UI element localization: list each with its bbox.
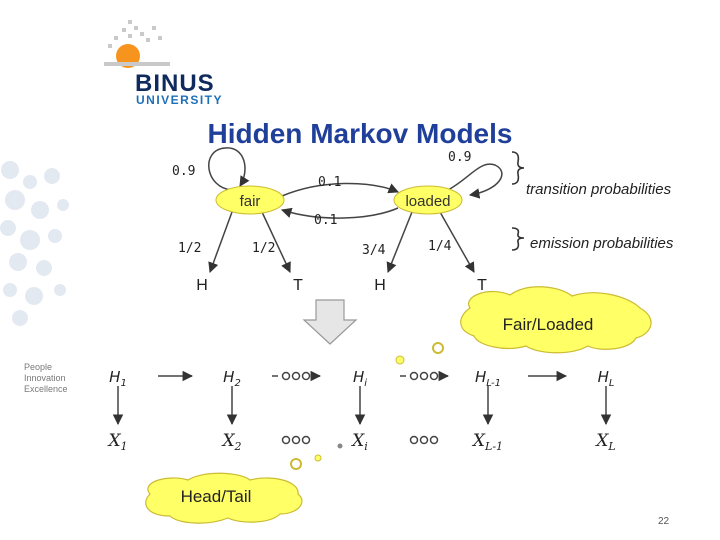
logo-subtitle: UNIVERSITY	[136, 93, 224, 107]
ellipsis-dot	[419, 435, 429, 445]
transition-brace	[511, 151, 525, 185]
slide-title: Hidden Markov Models	[207, 118, 513, 149]
loaded-to-h-arrow	[386, 211, 413, 273]
callout-bubble-4	[314, 454, 322, 462]
hidden-state-label: H2	[223, 368, 241, 389]
fair-to-h-arrow	[208, 211, 233, 273]
loaded-self-loop	[447, 163, 503, 199]
tagline-people: People	[24, 362, 53, 372]
loaded-self-prob: 0.9	[448, 150, 471, 165]
ellipsis-dot	[291, 371, 301, 381]
marker-dot	[337, 443, 343, 449]
ellipsis-dot	[419, 371, 429, 381]
down-arrow	[302, 299, 358, 345]
output-h-1: H	[196, 277, 208, 294]
loaded-h-prob: 3/4	[362, 243, 386, 258]
ellipsis-dot	[281, 435, 291, 445]
observed-symbol-label: Xi	[350, 431, 368, 453]
loaded-to-t-arrow	[439, 211, 475, 273]
ellipsis-dot	[429, 371, 439, 381]
loaded-label: loaded	[405, 193, 450, 210]
fair-loaded-text: Fair/Loaded	[503, 315, 594, 334]
observed-symbol-label: X1	[106, 431, 127, 453]
hidden-state-label: HL-1	[475, 368, 501, 389]
observed-symbol-label: XL	[594, 431, 615, 453]
hidden-state-label: HL	[598, 368, 615, 389]
emission-annotation: emission probabilities	[530, 235, 674, 252]
ellipsis-dot	[301, 371, 311, 381]
emission-brace	[511, 227, 525, 251]
binus-logo-mark	[104, 20, 170, 68]
loaded-to-fair-prob: 0.1	[314, 213, 337, 228]
callout-bubble-1	[432, 342, 444, 354]
fair-h-prob: 1/2	[178, 241, 201, 256]
callout-bubble-2	[395, 355, 405, 365]
hidden-state-label: Hi	[353, 368, 367, 389]
fair-to-loaded-prob: 0.1	[318, 175, 341, 190]
output-t-2: T	[477, 277, 487, 294]
ellipsis-dot	[301, 435, 311, 445]
tagline-innovation: Innovation	[24, 373, 66, 383]
ellipsis-dot	[291, 435, 301, 445]
ellipsis-dot	[409, 371, 419, 381]
hidden-state-label: H1	[109, 368, 127, 389]
ellipsis-dot	[409, 435, 419, 445]
logo-tagline: People Innovation Excellence	[24, 362, 68, 395]
loaded-t-prob: 1/4	[428, 239, 452, 254]
callout-bubble-3	[290, 458, 302, 470]
loaded-state-node	[393, 185, 463, 215]
transition-annotation: transition probabilities	[526, 181, 672, 198]
observed-symbol-label: XL-1	[471, 431, 503, 453]
fair-self-prob: 0.9	[172, 164, 195, 179]
ellipsis-dot	[281, 371, 291, 381]
fair-self-loop	[208, 147, 250, 191]
ellipsis-dot	[429, 435, 439, 445]
head-tail-text: Head/Tail	[181, 487, 252, 506]
tagline-excellence: Excellence	[24, 384, 68, 394]
fair-to-loaded-arrow	[281, 182, 399, 197]
page-number: 22	[658, 516, 670, 527]
fair-label: fair	[240, 193, 261, 210]
output-h-2: H	[374, 277, 386, 294]
fair-state-node	[215, 185, 285, 215]
head-tail-callout	[145, 472, 303, 524]
loaded-to-fair-arrow	[280, 207, 399, 219]
fair-loaded-callout	[460, 286, 652, 354]
output-t-1: T	[293, 277, 303, 294]
fair-t-prob: 1/2	[252, 241, 275, 256]
fair-to-t-arrow	[261, 211, 291, 273]
observed-symbol-label: X2	[220, 431, 241, 453]
logo-name: BINUS	[135, 70, 215, 97]
